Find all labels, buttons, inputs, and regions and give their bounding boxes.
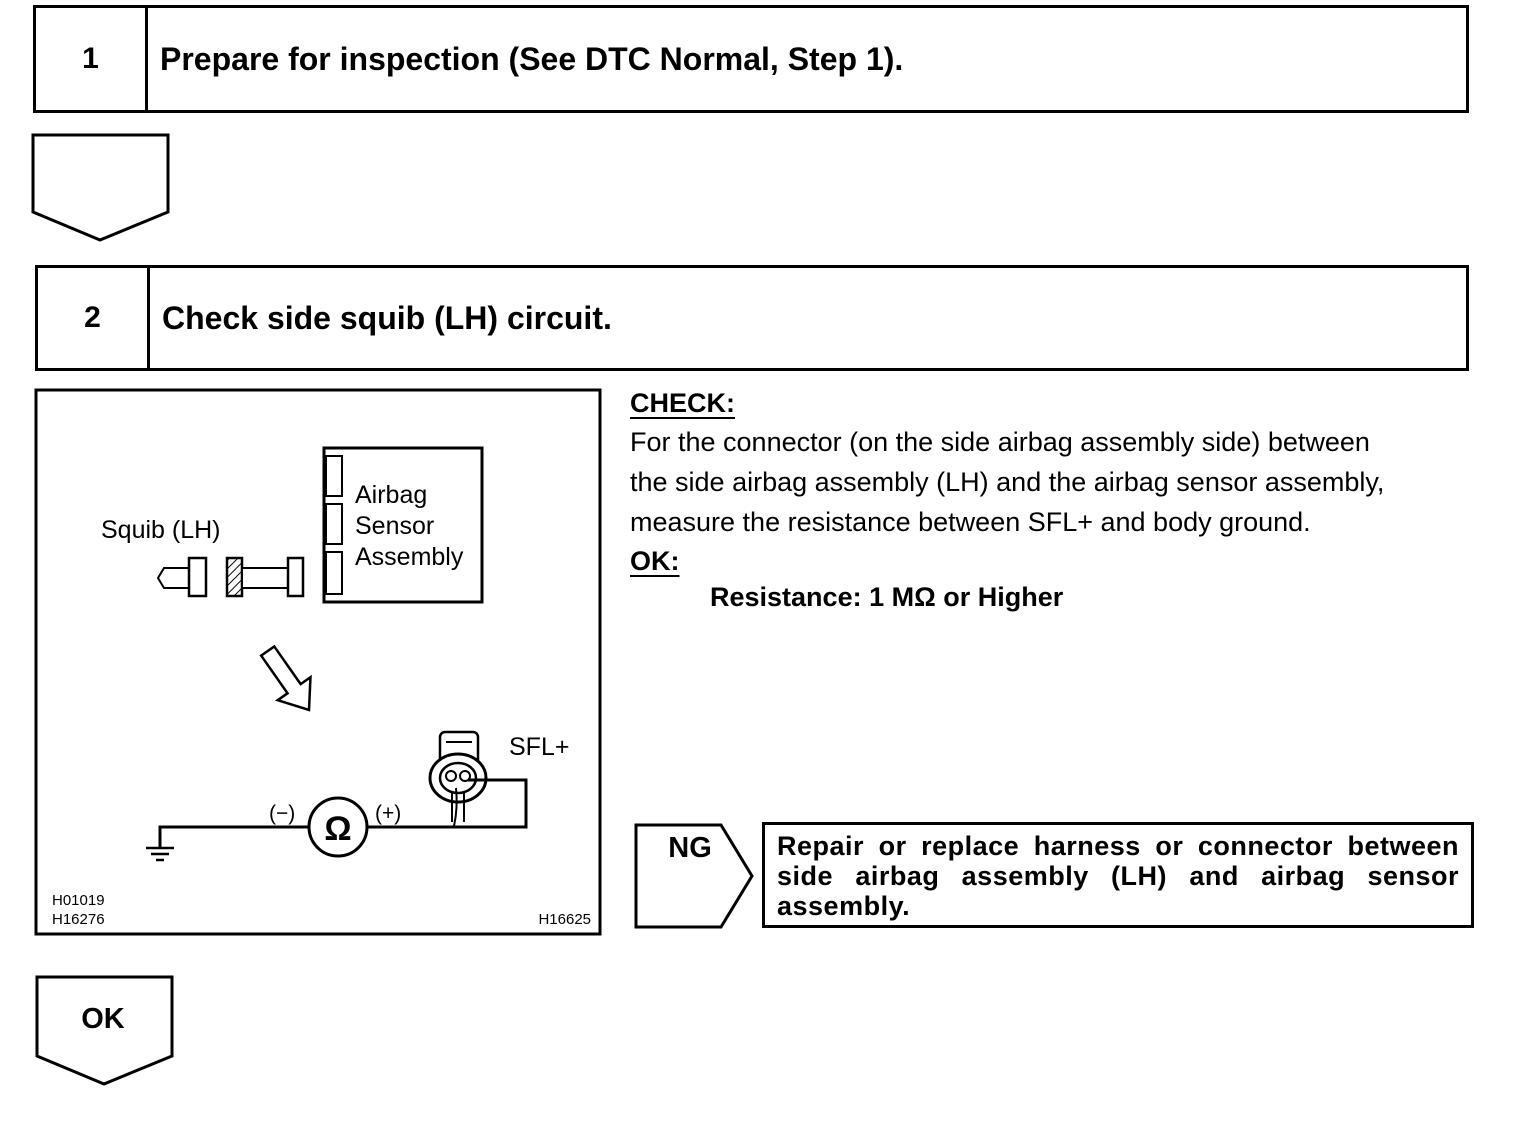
sensor-label-line-2: Sensor	[355, 512, 434, 540]
hatched-connector-icon	[225, 556, 244, 598]
squib-circuit-diagram: Airbag Sensor Assembly Squib (LH) SFL+ Ω	[34, 388, 602, 936]
step-2-title: Check side squib (LH) circuit.	[162, 299, 612, 336]
ohmmeter-icon	[307, 796, 369, 858]
step-1-title: Prepare for inspection (See DTC Normal, …	[160, 40, 904, 77]
terminal-label: SFL+	[509, 733, 569, 761]
sensor-label-line-3: Assembly	[355, 543, 464, 571]
plus-label: (+)	[375, 802, 401, 825]
sensor-label-line-1: Airbag	[355, 481, 427, 509]
connector-end-view-icon	[428, 730, 488, 827]
resistance-spec: Resistance: 1 MΩ or Higher	[710, 582, 1064, 612]
ng-arrow-box: NG	[634, 823, 754, 929]
check-heading: CHECK:	[630, 388, 735, 418]
ref-code-right: H16625	[538, 911, 591, 928]
flow-arrow-1	[31, 133, 170, 242]
ohm-symbol: Ω	[324, 810, 351, 848]
check-line-2: the side airbag assembly (LH) and the ai…	[630, 467, 1385, 497]
ok-arrow-box: OK	[35, 975, 174, 1086]
ng-repair-action: Repair or replace harness or connector b…	[762, 822, 1474, 928]
ref-code-left-2: H16276	[52, 911, 105, 928]
ok-heading: OK:	[630, 546, 680, 576]
sensor-assembly-box	[322, 446, 484, 604]
squib-plug-icon	[156, 567, 190, 589]
ng-label: NG	[668, 832, 712, 864]
minus-label: (−)	[269, 802, 295, 825]
check-line-3: measure the resistance between SFL+ and …	[630, 507, 1311, 537]
step-1-number: 1	[36, 8, 148, 110]
squib-label: Squib (LH)	[101, 516, 221, 544]
check-section: CHECK: For the connector (on the side ai…	[630, 384, 1520, 613]
direction-arrow-icon	[259, 644, 312, 712]
step-2-number: 2	[38, 268, 150, 368]
ok-label: OK	[81, 1003, 125, 1035]
step-1-box: 1 Prepare for inspection (See DTC Normal…	[33, 5, 1469, 113]
check-line-1: For the connector (on the side airbag as…	[630, 427, 1370, 457]
ground-icon	[146, 846, 174, 862]
step-2-box: 2 Check side squib (LH) circuit.	[35, 265, 1469, 371]
ref-code-left-1: H01019	[52, 892, 105, 909]
